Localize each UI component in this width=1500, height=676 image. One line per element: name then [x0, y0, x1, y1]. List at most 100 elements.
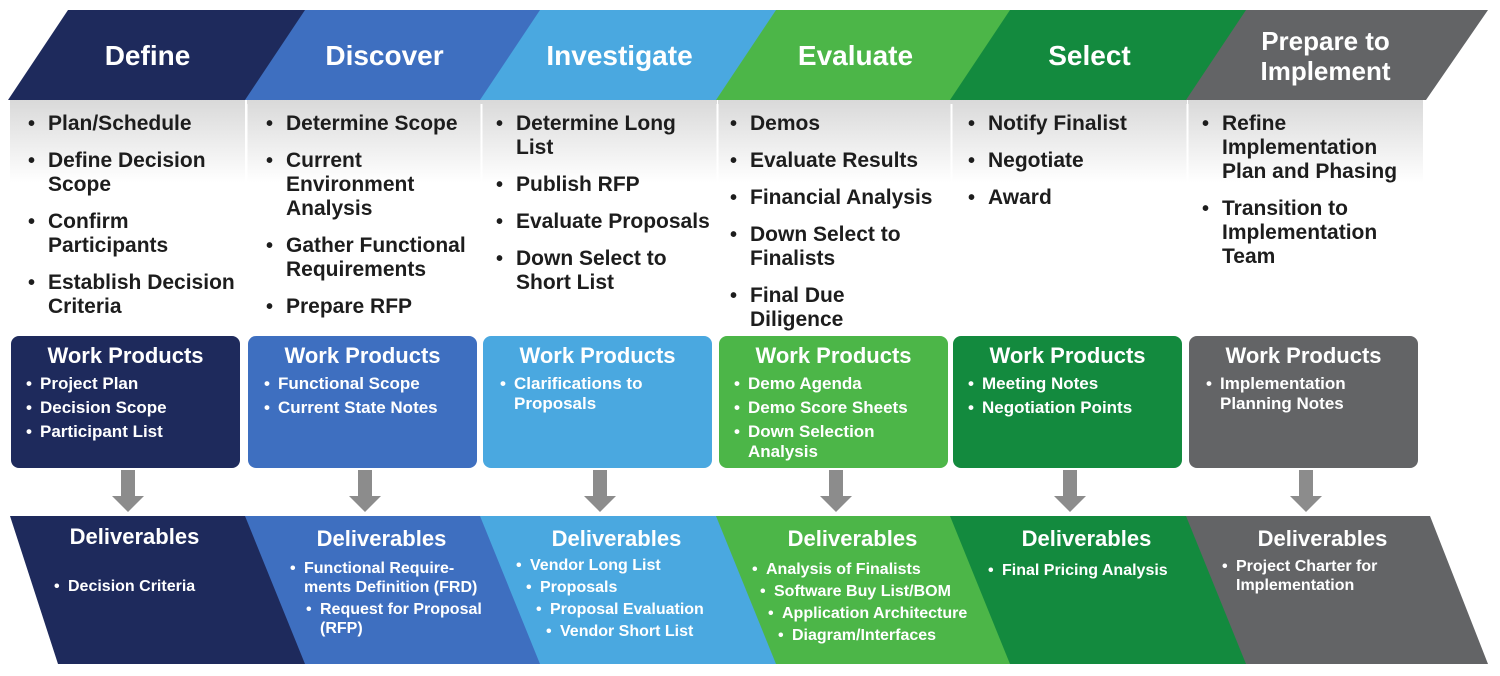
deliverable-item: Vendor Long List: [516, 556, 726, 575]
work-product-item: Participant List: [26, 422, 221, 442]
phase-step: Down Select to Short List: [494, 247, 716, 295]
deliverable-item: Analysis of Finalists: [752, 560, 974, 579]
phase-steps-list: Refine Implementation Plan and PhasingTr…: [1200, 112, 1410, 282]
deliverables-list: Analysis of FinalistsSoftware Buy List/B…: [752, 560, 974, 648]
work-product-item: Down Selection Analysis: [734, 422, 929, 462]
steps-panel: [952, 100, 1187, 336]
phase-header-shape: [8, 10, 307, 100]
work-products-title: Work Products: [284, 343, 441, 368]
work-products-title: Work Products: [755, 343, 912, 368]
deliverable-item: Software Buy List/BOM: [760, 582, 974, 601]
work-products-title: Work Products: [47, 343, 204, 368]
deliverable-item: Proposal Evaluation: [536, 600, 726, 619]
phase-title: Prepare to Implement: [1260, 26, 1391, 86]
work-product-item: Implementation Planning Notes: [1206, 374, 1401, 414]
phase-step: Define Decision Scope: [26, 149, 236, 197]
phase-step: Transition to Implementation Team: [1200, 197, 1410, 269]
deliverables-list: Vendor Long ListProposalsProposal Evalua…: [516, 556, 726, 644]
work-products-title: Work Products: [519, 343, 676, 368]
work-product-item: Decision Scope: [26, 398, 221, 418]
phase-title: Investigate: [546, 40, 693, 71]
deliverables-title: Deliverables: [1021, 526, 1152, 551]
phase-steps-list: Notify FinalistNegotiateAward: [966, 112, 1176, 223]
phase-step: Down Select to Finalists: [728, 223, 942, 271]
phase-header-shape: [716, 10, 1015, 100]
down-arrow-icon: [1290, 470, 1322, 512]
work-product-item: Functional Scope: [264, 374, 459, 394]
deliverables-title: Deliverables: [316, 526, 447, 551]
phase-title: Define: [104, 40, 191, 71]
deliverables-list: Functional Require-ments Definition (FRD…: [290, 559, 500, 641]
deliverables-shape: [950, 516, 1249, 664]
phase-header-shape: [245, 10, 544, 100]
phase-step: Current Environment Analysis: [264, 149, 476, 221]
work-product-item: Current State Notes: [264, 398, 459, 418]
work-product-item: Project Plan: [26, 374, 221, 394]
phase-step: Demos: [728, 112, 942, 136]
work-products-title: Work Products: [989, 343, 1146, 368]
phase-step: Gather Functional Requirements: [264, 234, 476, 282]
work-products-list: Implementation Planning Notes: [1206, 374, 1401, 418]
phase-step: Evaluate Proposals: [494, 210, 716, 234]
work-products-list: Meeting NotesNegotiation Points: [968, 374, 1163, 422]
deliverables-list: Decision Criteria: [54, 577, 244, 599]
phase-title: Evaluate: [797, 40, 914, 71]
deliverable-item: Request for Proposal (RFP): [306, 600, 500, 638]
work-products-list: Project PlanDecision ScopeParticipant Li…: [26, 374, 221, 446]
phase-step: Confirm Participants: [26, 210, 236, 258]
phase-title: Select: [1048, 40, 1131, 71]
phase-step: Prepare RFP: [264, 295, 476, 319]
deliverable-item: Decision Criteria: [54, 577, 244, 596]
deliverable-item: Project Charter for Implementation: [1222, 557, 1428, 595]
phase-step: Publish RFP: [494, 173, 716, 197]
phase-step: Final Due Diligence: [728, 284, 942, 332]
phase-step: Determine Scope: [264, 112, 476, 136]
phase-header-shape: [950, 10, 1249, 100]
work-products-list: Demo AgendaDemo Score SheetsDown Selecti…: [734, 374, 929, 466]
phase-steps-list: Determine Long ListPublish RFP Evaluate P…: [494, 112, 716, 308]
deliverable-item: Diagram/Interfaces: [778, 626, 974, 645]
deliverable-item: Functional Require-ments Definition (FRD…: [290, 559, 500, 597]
down-arrow-icon: [112, 470, 144, 512]
work-product-item: Meeting Notes: [968, 374, 1163, 394]
phase-steps-list: Determine ScopeCurrent Environment Analy…: [264, 112, 476, 332]
phase-step: Award: [966, 186, 1176, 210]
deliverables-title: Deliverables: [551, 526, 682, 551]
phase-step: Negotiate: [966, 149, 1176, 173]
work-products-list: Functional ScopeCurrent State Notes: [264, 374, 459, 422]
deliverable-item: Vendor Short List: [546, 622, 726, 641]
work-product-item: Demo Agenda: [734, 374, 929, 394]
phase-step: Notify Finalist: [966, 112, 1176, 136]
phase-step: Plan/Schedule: [26, 112, 236, 136]
work-product-item: Clarifications to Proposals: [500, 374, 695, 414]
phase-header-shape: [1186, 10, 1488, 100]
phase-header-shape: [480, 10, 779, 100]
work-product-item: Demo Score Sheets: [734, 398, 929, 418]
phase-step: Determine Long List: [494, 112, 716, 160]
phase-title: Discover: [325, 40, 444, 71]
deliverable-item: Application Architecture: [768, 604, 974, 623]
deliverables-title: Deliverables: [1257, 526, 1388, 551]
work-product-item: Negotiation Points: [968, 398, 1163, 418]
phase-steps-list: Plan/ScheduleDefine Decision ScopeConfir…: [26, 112, 236, 332]
down-arrow-icon: [820, 470, 852, 512]
deliverables-title: Deliverables: [787, 526, 918, 551]
phase-step: Evaluate Results: [728, 149, 942, 173]
deliverables-list: Project Charter for Implementation: [1222, 557, 1428, 598]
work-products-list: Clarifications to Proposals: [500, 374, 695, 418]
down-arrow-icon: [584, 470, 616, 512]
deliverable-item: Final Pricing Analysis: [988, 561, 1186, 580]
deliverables-title: Deliverables: [69, 524, 200, 549]
phase-step: Establish Decision Criteria: [26, 271, 236, 319]
deliverable-item: Proposals: [526, 578, 726, 597]
down-arrow-icon: [349, 470, 381, 512]
phase-step: Refine Implementation Plan and Phasing: [1200, 112, 1410, 184]
down-arrow-icon: [1054, 470, 1086, 512]
phase-steps-list: DemosEvaluate ResultsFinancial AnalysisD…: [728, 112, 942, 345]
deliverables-list: Final Pricing Analysis: [988, 561, 1186, 583]
work-products-title: Work Products: [1225, 343, 1382, 368]
phase-step: Financial Analysis: [728, 186, 942, 210]
